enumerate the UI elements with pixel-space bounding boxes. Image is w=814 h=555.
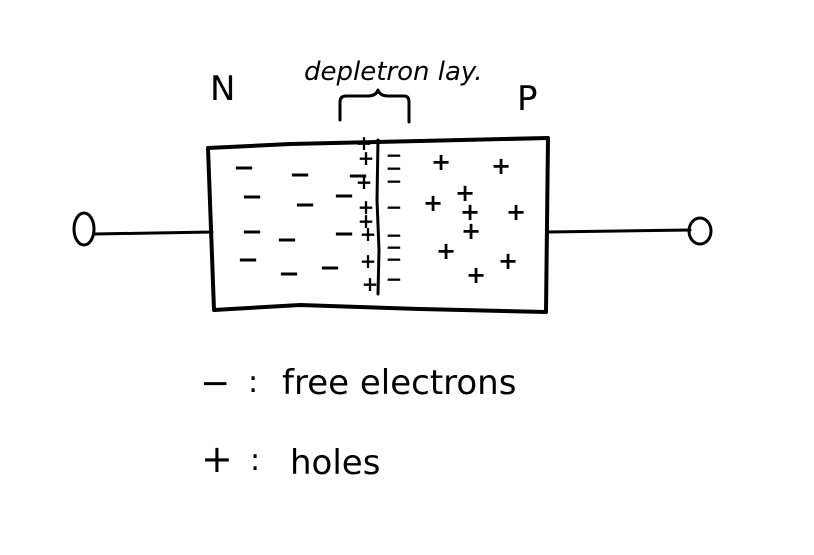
free-electron-8: − xyxy=(333,219,355,249)
negative-ion-6: − xyxy=(386,267,403,291)
legend: − : free electrons + : holes xyxy=(200,363,516,483)
negative-ion-4: − xyxy=(386,223,403,247)
positive-ion-7: + xyxy=(356,131,373,155)
free-electron-9: − xyxy=(237,245,259,275)
positive-ion-5: + xyxy=(360,249,377,273)
free-electron-11: − xyxy=(319,253,341,283)
right-lead-wire xyxy=(546,228,692,234)
hole-1: + xyxy=(431,148,451,176)
depletion-layer-label: depletron lay. xyxy=(304,57,483,87)
legend-minus-separator: : xyxy=(248,365,258,400)
junction-line xyxy=(375,138,381,296)
p-region-label: P xyxy=(517,79,538,119)
n-region-label: N xyxy=(210,69,235,109)
negative-ion-5: − xyxy=(386,247,403,271)
free-electron-2: − xyxy=(289,160,311,190)
positive-ion-1: + xyxy=(358,146,375,170)
free-electron-12: − xyxy=(347,161,369,191)
positive-ion-4: + xyxy=(360,222,377,246)
free-electron-10: − xyxy=(278,259,300,289)
negative-ion-8: − xyxy=(386,235,403,259)
depletion-brace xyxy=(338,88,411,124)
hole-10: + xyxy=(460,198,480,226)
legend-holes-text: holes xyxy=(290,443,380,483)
hole-8: + xyxy=(466,261,486,289)
right-terminal xyxy=(687,216,713,246)
free-electron-3: − xyxy=(241,182,263,212)
hole-7: + xyxy=(436,237,456,265)
n-region-charges: −−−−−−−−−−−− xyxy=(233,153,369,289)
depletion-positive-ions: ++++++++ xyxy=(356,131,379,296)
free-electron-7: − xyxy=(276,225,298,255)
positive-ion-6: + xyxy=(362,272,379,296)
left-terminal xyxy=(72,211,96,247)
legend-minus-symbol: − xyxy=(200,363,230,404)
negative-ion-7: − xyxy=(386,156,403,180)
free-electron-4: − xyxy=(294,190,316,220)
positive-ion-8: + xyxy=(358,209,375,233)
positive-ion-3: + xyxy=(358,195,375,219)
hole-3: + xyxy=(423,189,443,217)
legend-plus-symbol: + xyxy=(201,437,233,481)
negative-ion-3: − xyxy=(386,195,403,219)
hole-6: + xyxy=(461,217,481,245)
hole-2: + xyxy=(491,152,511,180)
free-electron-6: − xyxy=(241,217,263,247)
left-lead-wire xyxy=(93,230,214,236)
semiconductor-body xyxy=(206,136,550,314)
negative-ion-2: − xyxy=(386,169,403,193)
hole-4: + xyxy=(455,179,475,207)
hole-5: + xyxy=(506,198,526,226)
p-region-charges: ++++++++++ xyxy=(423,148,526,289)
free-electron-5: − xyxy=(333,181,355,211)
depletion-negative-ions: −−−−−−−− xyxy=(386,143,403,291)
hole-9: + xyxy=(498,247,518,275)
legend-free-electrons-text: free electrons xyxy=(282,363,516,403)
negative-ion-1: − xyxy=(386,143,403,167)
legend-plus-separator: : xyxy=(250,443,260,478)
positive-ion-2: + xyxy=(356,170,373,194)
free-electron-1: − xyxy=(233,153,255,183)
